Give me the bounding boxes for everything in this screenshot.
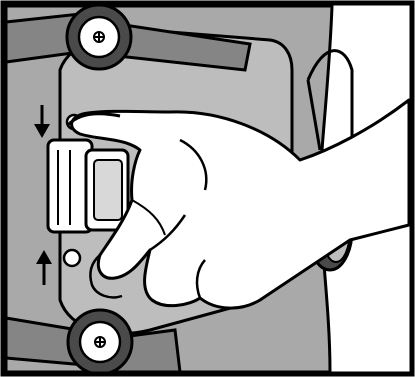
screw-icon: [94, 32, 104, 42]
top-roller: [67, 5, 131, 69]
bottom-roller: [68, 310, 132, 374]
screw-icon: [95, 337, 105, 347]
